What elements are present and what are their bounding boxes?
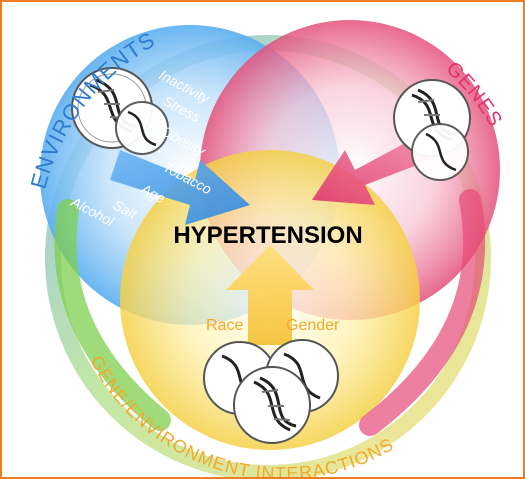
genes-arrow: [312, 135, 430, 205]
dna-icon: [115, 101, 169, 155]
dna-icon: [233, 366, 311, 444]
left-arc: [54, 199, 171, 431]
right-arc: [359, 189, 486, 436]
dna-icon: [411, 123, 469, 181]
interactions-arrow: [226, 245, 314, 345]
factor-race: Race: [206, 317, 243, 334]
page-title: HYPERTENSION: [173, 222, 362, 249]
environments-arrow: [110, 150, 250, 225]
factor-gender: Gender: [286, 317, 340, 334]
